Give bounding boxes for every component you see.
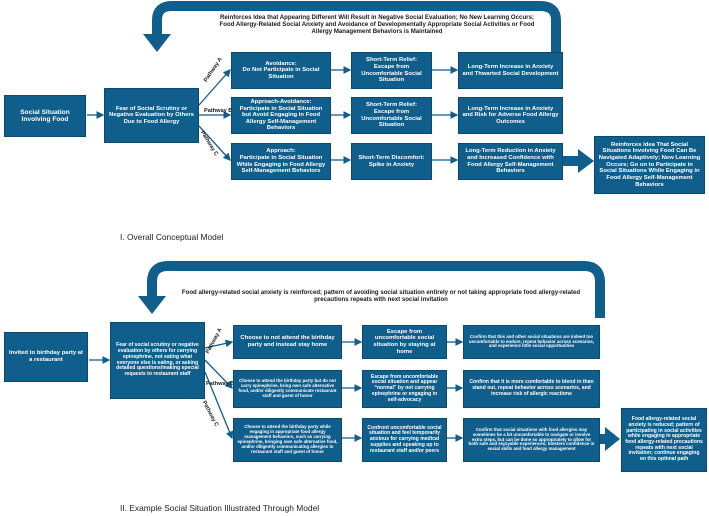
model1-b-short-term-box: Short-Term Relief: Escape from Uncomfort… bbox=[351, 97, 432, 134]
model1-c-behavior-box: Approach: Participate in Social Situatio… bbox=[231, 143, 331, 180]
model2-caption: II. Example Social Situation Illustrated… bbox=[120, 503, 320, 513]
model2-a-short-term-box: Escape from uncomfortable social situati… bbox=[362, 325, 447, 359]
model2-a-behavior-box: Choose to not attend the birthday party … bbox=[233, 325, 342, 359]
model1-pathway-b-label: Pathway B bbox=[204, 108, 233, 114]
model2-fear-box: Fear of social scrutiny or negative eval… bbox=[110, 322, 205, 399]
model2-c-long-term-box: Confirm that social situations with food… bbox=[463, 418, 600, 462]
model2-b-behavior-box: Choose to attend the birthday party but … bbox=[233, 370, 342, 408]
model2-feedback-loop bbox=[138, 261, 605, 318]
model1-c-long-term-box: Long-Term Reduction in Anxiety and Incre… bbox=[458, 143, 563, 180]
model1-fear-box: Fear of Social Scrutiny or Negative Eval… bbox=[104, 88, 199, 143]
model1-c-short-term-box: Short-Term Discomfort: Spike in Anxiety bbox=[351, 143, 432, 180]
model1-b-behavior-box: Approach-Avoidance: Participate in Socia… bbox=[231, 97, 331, 134]
model1-outcome-arrow bbox=[563, 149, 594, 173]
model1-c-outcome-box: Reinforces Idea That Social Situations I… bbox=[594, 136, 705, 194]
model1-feedback-text: Reinforces Idea that Appearing Different… bbox=[219, 14, 535, 35]
model1-feedback-loop bbox=[143, 1, 561, 52]
model2-a-long-term-box: Confirm that this and other social situa… bbox=[463, 325, 600, 359]
model1-a-long-term-box: Long-Term Increase in Anxiety and Thwart… bbox=[458, 52, 563, 89]
model2-connectors bbox=[89, 338, 464, 442]
model1-situation-box: Social Situation Involving Food bbox=[4, 95, 86, 137]
model1-connectors bbox=[87, 66, 459, 164]
model1-caption: I. Overall Conceptual Model bbox=[120, 232, 224, 242]
model2-pathway-b-label: Pathway B bbox=[206, 381, 235, 387]
model2-b-short-term-box: Escape from uncomfortable social situati… bbox=[362, 370, 447, 408]
model2-feedback-text: Food allergy-related social anxiety is r… bbox=[181, 289, 581, 303]
model1-a-short-term-box: Short-Term Relief: Escape from Uncomfort… bbox=[351, 52, 432, 89]
model2-b-long-term-box: Confirm that it is more comfortable to b… bbox=[463, 370, 600, 408]
model2-c-outcome-box: Food allergy-related social anxiety is r… bbox=[621, 408, 707, 472]
model1-a-behavior-box: Avoidance: Do Not Participate in Social … bbox=[231, 52, 331, 89]
model2-c-behavior-box: Choose to attend the birthday party whil… bbox=[233, 418, 342, 462]
model2-c-short-term-box: Confront uncomfortable social situation … bbox=[362, 418, 447, 462]
model2-situation-box: Invited to birthday party at a restauran… bbox=[4, 332, 88, 382]
model1-b-long-term-box: Long-Term Increase in Anxiety and Risk f… bbox=[458, 97, 563, 134]
model2-outcome-arrow bbox=[600, 427, 620, 451]
